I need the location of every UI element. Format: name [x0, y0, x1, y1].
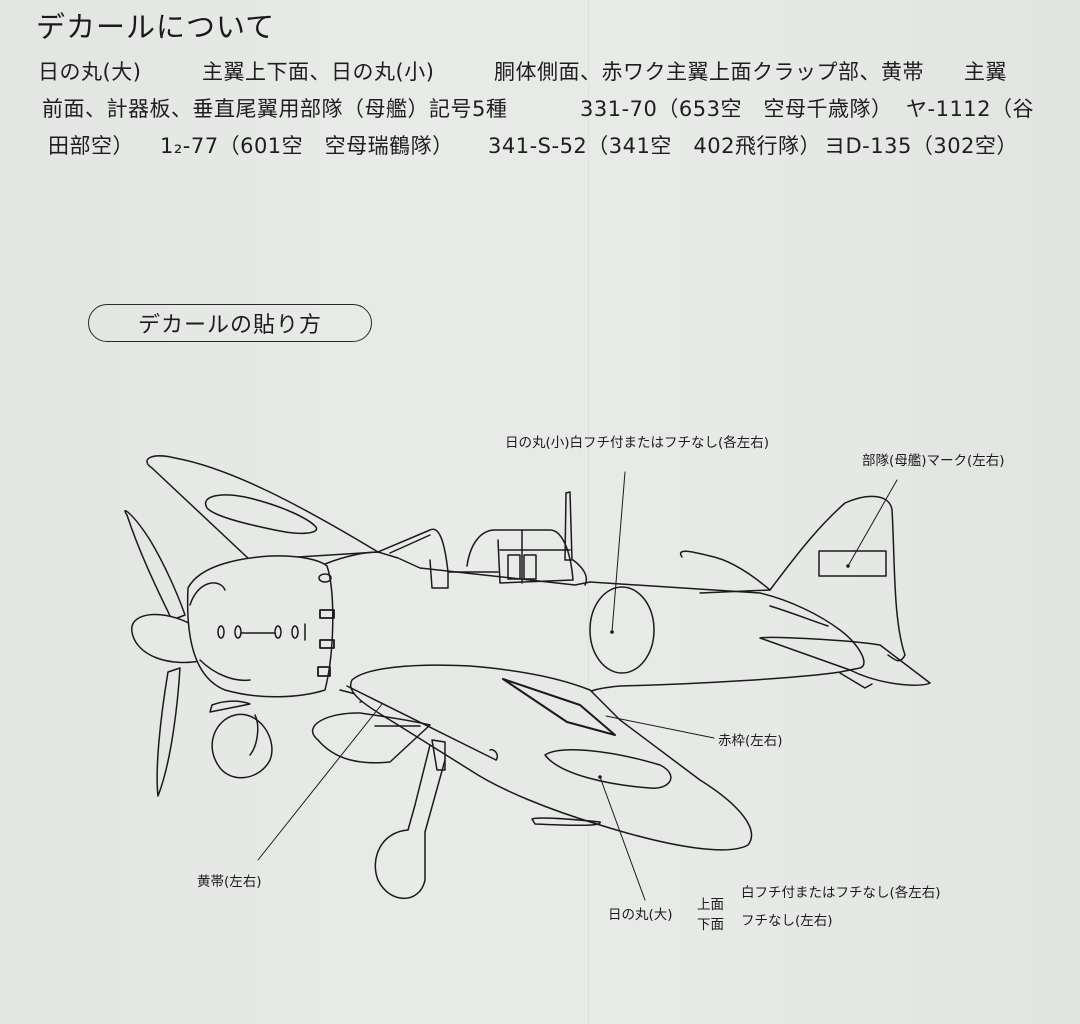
description-segment: 胴体側面、赤ワク主翼上面クラップ部、黄帯	[494, 60, 924, 84]
far-wing	[146, 455, 379, 561]
red-frame-area	[502, 678, 616, 736]
nose-wheel	[209, 700, 273, 779]
leader-unit-mark	[847, 479, 898, 567]
callout-red-frame: 赤枠(左右)	[718, 733, 783, 749]
near-wing	[346, 664, 753, 851]
decal-info-heading: デカールについて	[36, 10, 276, 44]
description-segment: 331-70（653空 空母千歳隊）	[580, 97, 893, 121]
main-landing-gear	[374, 739, 446, 900]
description-line-1: 日の丸(大) 主翼上下面、日の丸(小) 胴体側面、赤ワク主翼上面クラップ部、黄帯…	[38, 56, 1078, 84]
wing-hinomaru-large-area	[544, 749, 672, 789]
callout-lower-note: フチなし(左右)	[741, 913, 833, 929]
description-segment: 日の丸(大)	[38, 60, 142, 84]
callout-upper-note: 白フチ付またはフチなし(各左右)	[741, 885, 941, 901]
fuselage-hinomaru-area	[589, 586, 655, 674]
description-line-3: 田部空） 1₂-77（601空 空母瑞鶴隊） 341-S-52（341空 402…	[48, 130, 1080, 158]
description-segment: 主翼上下面、日の丸(小)	[202, 60, 435, 84]
leader-red-frame	[605, 715, 715, 739]
description-segment: 主翼	[964, 60, 1007, 84]
description-segment: 341-S-52（341空 402飛行隊）	[488, 134, 821, 158]
spinner	[131, 613, 206, 664]
description-segment: 1₂-77（601空 空母瑞鶴隊）	[160, 134, 454, 158]
callout-yellow-band: 黄帯(左右)	[197, 874, 262, 890]
decal-application-section-title: デカールの貼り方	[88, 304, 372, 342]
callout-hinomaru-large-label: 日の丸(大)	[608, 907, 673, 923]
leader-hinomaru-small	[611, 471, 626, 633]
unit-mark-decal-area	[818, 550, 887, 577]
description-line-2: 前面、計器板、垂直尾翼用部隊（母艦）記号5種 331-70（653空 空母千歳隊…	[42, 93, 1080, 121]
page-fold	[588, 0, 589, 1024]
description-segment: 前面、計器板、垂直尾翼用部隊（母艦）記号5種	[42, 97, 508, 121]
leader-yellow-band	[257, 703, 383, 861]
leader-hinomaru-large	[599, 776, 646, 901]
description-segment: 田部空）	[48, 134, 134, 158]
tail	[679, 495, 931, 689]
canopy	[377, 491, 587, 589]
description-segment: ヨD-135（302空）	[824, 134, 1018, 158]
callout-hinomaru-small: 日の丸(小)白フチ付またはフチなし(各左右)	[505, 435, 770, 451]
callout-unit-mark: 部隊(母艦)マーク(左右)	[862, 453, 1005, 469]
drop-tank	[311, 712, 431, 764]
callout-upper-surface: 上面	[697, 897, 724, 913]
description-segment: ヤ-1112（谷	[906, 97, 1035, 121]
engine-cowling	[186, 555, 335, 698]
callout-lower-surface: 下面	[697, 917, 724, 933]
